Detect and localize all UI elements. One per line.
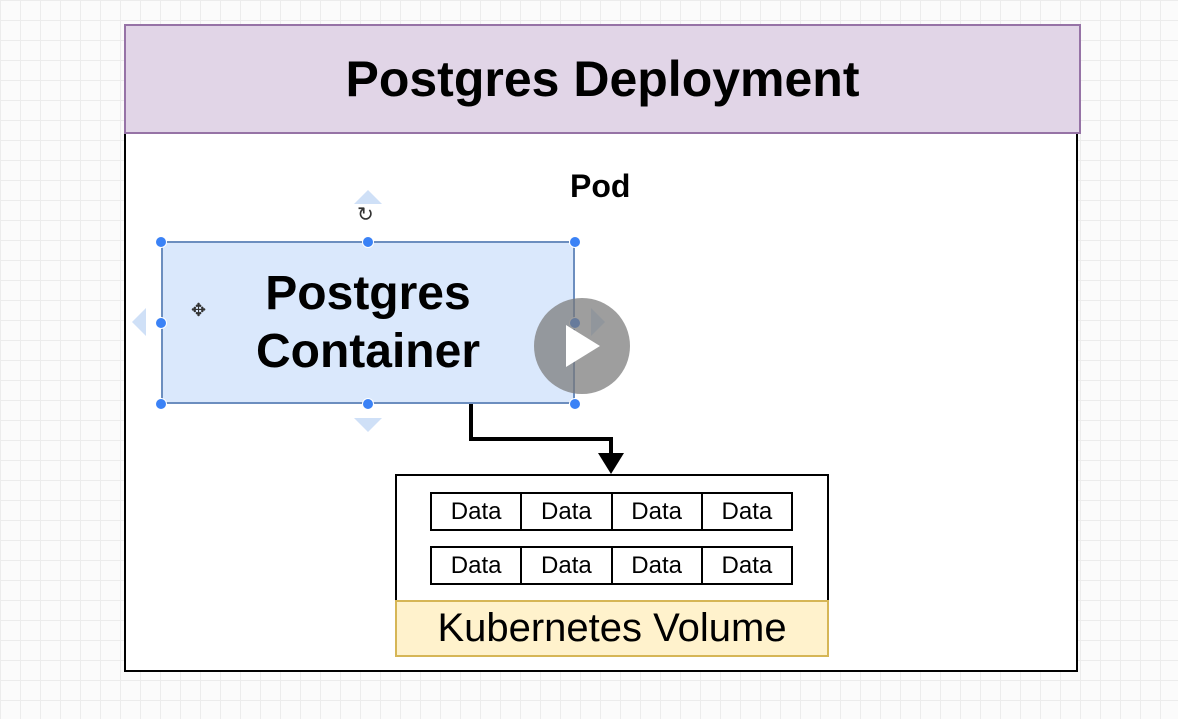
- data-cell[interactable]: Data: [522, 548, 613, 583]
- resize-handle-bottom[interactable]: [362, 398, 374, 410]
- data-cell[interactable]: Data: [522, 494, 613, 529]
- container-label-line1: Postgres: [265, 266, 471, 320]
- connect-arrow-down-icon[interactable]: [354, 418, 382, 432]
- postgres-container[interactable]: Postgres Container: [161, 241, 575, 404]
- kubernetes-volume-label[interactable]: Kubernetes Volume: [395, 600, 829, 657]
- data-cell[interactable]: Data: [613, 548, 703, 583]
- data-cell[interactable]: Data: [432, 548, 523, 583]
- deployment-title[interactable]: Postgres Deployment: [124, 24, 1081, 134]
- resize-handle-top[interactable]: [362, 236, 374, 248]
- connect-arrow-left-icon[interactable]: [132, 308, 146, 336]
- resize-handle-left[interactable]: [155, 317, 167, 329]
- pod-label[interactable]: Pod: [570, 168, 631, 204]
- data-row: Data Data Data Data: [430, 492, 793, 531]
- container-label-line2: Container: [255, 324, 480, 378]
- data-cell[interactable]: Data: [721, 497, 773, 525]
- play-icon: [566, 325, 600, 367]
- play-button[interactable]: [534, 298, 630, 394]
- resize-handle-bottom-left[interactable]: [155, 398, 167, 410]
- rotate-icon[interactable]: ↻: [357, 204, 374, 226]
- connect-arrow-up-icon[interactable]: [354, 190, 382, 204]
- resize-handle-top-right[interactable]: [569, 236, 581, 248]
- resize-handle-top-left[interactable]: [155, 236, 167, 248]
- data-row: Data Data Data Data: [430, 546, 793, 585]
- data-cell[interactable]: Data: [721, 551, 773, 579]
- data-cell[interactable]: Data: [432, 494, 523, 529]
- move-icon[interactable]: ✥: [191, 300, 207, 320]
- data-cell[interactable]: Data: [613, 494, 703, 529]
- resize-handle-bottom-right[interactable]: [569, 398, 581, 410]
